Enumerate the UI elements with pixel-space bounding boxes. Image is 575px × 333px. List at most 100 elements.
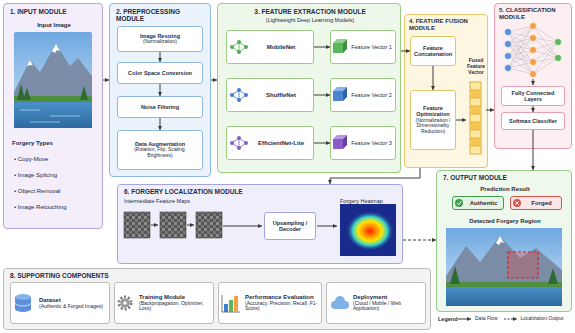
input-module: 1. INPUT MODULEInput ImageForgery Types•… [3, 3, 103, 229]
cloud-icon-part [335, 305, 345, 309]
database-icon [15, 294, 31, 312]
cloud-icon [331, 296, 349, 309]
list-item: • Image Splicing [14, 172, 100, 179]
data-flow-arrow [533, 106, 534, 112]
model-icon-part [237, 98, 241, 102]
data-flow-arrow [103, 80, 109, 81]
input-image-part [14, 102, 92, 128]
fused-vector-bar-part [470, 106, 480, 114]
legend-line [504, 319, 517, 320]
model-icon-part [237, 88, 241, 92]
component-name: Performance Evaluation [245, 294, 318, 301]
output-image-part [446, 282, 562, 287]
component-box: Deployment(Cloud / Mobile / Web Applicat… [326, 282, 426, 324]
feature-extraction-module: 3. FEATURE EXTRACTION MODULE (Lightweight… [217, 3, 401, 173]
data-flow-arrow [433, 66, 434, 90]
data-flow-arrow [486, 110, 494, 111]
component-name: Training Module [139, 294, 210, 301]
model-box: EfficientNet-Lite [226, 126, 314, 160]
model-icon-part [237, 146, 241, 150]
list-item: • Copy-Move [14, 156, 100, 163]
neural-network-part [533, 79, 534, 85]
module-title: 6. FORGERY LOCALIZATION MODULE [124, 188, 344, 195]
input-image-part [80, 86, 88, 100]
data-flow-arrow [314, 95, 330, 96]
process-box: Feature Optimization(Normalization / Dim… [410, 90, 456, 150]
neural-network-part [505, 29, 512, 36]
forgery-heatmap [340, 204, 396, 256]
neural-network-part [530, 47, 537, 54]
database-icon-part [15, 294, 31, 300]
feature-vector-label: Feature Vector 1 [351, 44, 392, 50]
legend-line [458, 319, 471, 320]
legend-title: Legend [438, 316, 458, 322]
input-image-part [17, 84, 25, 100]
model-icon-part [230, 93, 234, 97]
model-icon-part [244, 93, 248, 97]
neural-network [505, 23, 562, 86]
feature-cube-part [343, 135, 347, 149]
model-name: EfficientNet-Lite [252, 140, 310, 147]
model-box: ShuffleNet [226, 78, 314, 112]
fused-vector-bar-part [470, 90, 480, 98]
module-subtitle: (Lightweight Deep Learning Models) [218, 17, 402, 23]
neural-network-part [505, 65, 512, 72]
process-box: Noise Filtering [117, 96, 203, 118]
preprocessing-module: 2. PREPROCESSING MODULEImage Resizing(No… [109, 3, 211, 177]
box-label: Softmax Classifier [505, 118, 561, 124]
data-flow-arrow [160, 52, 161, 62]
model-icon-part [244, 45, 248, 49]
module-title: 3. FEATURE EXTRACTION MODULE [218, 8, 402, 15]
feature-cube-part [343, 87, 347, 101]
feature-cube [333, 39, 347, 53]
input-image-part [14, 44, 92, 100]
neural-network-part [505, 41, 512, 48]
feature-cube-part [333, 91, 343, 101]
data-flow-arrow [160, 118, 161, 130]
module-title: 8. SUPPORTING COMPONENTS [10, 272, 310, 279]
model-name: ShuffleNet [252, 92, 310, 99]
output-image-part [446, 236, 562, 284]
fused-vector-bar-part [470, 122, 480, 130]
component-detail: (Authentic & Forged Images) [39, 304, 106, 310]
input-image-part [23, 88, 31, 100]
component-box: Dataset(Authentic & Forged Images) [10, 282, 110, 324]
list-item: • Image Retouching [14, 204, 100, 211]
model-icon-part [230, 45, 234, 49]
image-caption: Input Image [4, 22, 104, 29]
chart-icon-part [224, 304, 228, 312]
legend-text: Localization Output [521, 316, 564, 322]
model-icon-part [244, 141, 248, 145]
fused-vector-label: Fused Feature Vector [466, 58, 486, 75]
legend-text: Data Flow [475, 316, 498, 322]
feature-maps-part [187, 225, 194, 226]
cloud-icon-part [341, 301, 349, 309]
feature-fusion-module: 4. FEATURE FUSION MODULEFeature Concaten… [404, 14, 488, 168]
output-image-part [496, 236, 504, 245]
neural-network-part [508, 26, 558, 74]
chart-icon [222, 295, 240, 312]
forgery-heatmap-part [340, 204, 396, 256]
neural-network-part [530, 35, 537, 42]
feature-cube-part [333, 43, 343, 53]
legend-line-sample [504, 316, 519, 322]
box-label: Feature Optimization [414, 105, 452, 118]
feature-vector: Feature Vector 3 [330, 126, 396, 160]
feature-maps [124, 212, 337, 238]
fused-vector-bar-part [470, 138, 480, 146]
localization-module: 6. FORGERY LOCALIZATION MODULEIntermedia… [117, 184, 403, 264]
feature-cube-part [333, 87, 347, 91]
feature-cube-part [333, 39, 347, 43]
output-image [446, 228, 562, 306]
legend-line-sample [458, 316, 473, 322]
classification-module: 5. CLASSIFICATION MODULEFully Connected … [494, 3, 572, 149]
model-icon [230, 136, 248, 150]
data-flow-arrow [401, 51, 410, 52]
module-title: 1. INPUT MODULE [10, 8, 98, 15]
cloud-icon-part [335, 296, 345, 306]
input-image [14, 32, 92, 128]
data-flow-arrow [314, 143, 330, 144]
feature-cube [333, 87, 347, 101]
